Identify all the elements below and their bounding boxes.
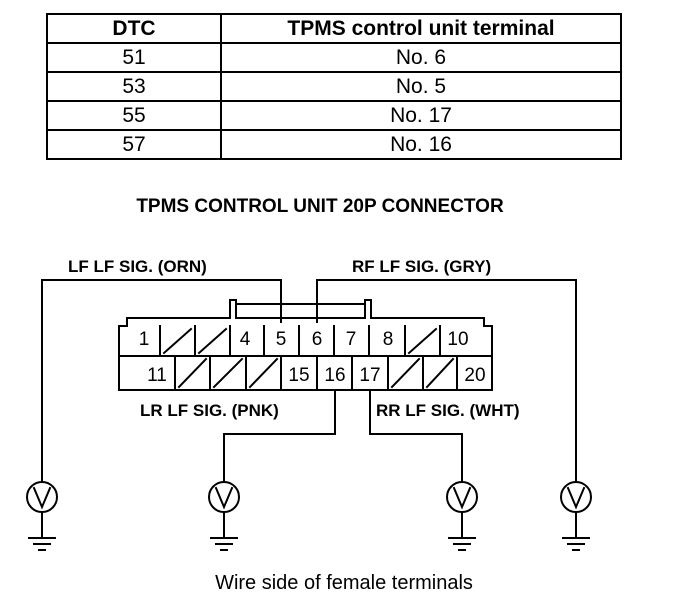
voltmeter-icon (560, 481, 592, 539)
terminal-cell: No. 5 (220, 71, 622, 102)
terminal-number: 11 (147, 365, 167, 386)
terminal-number: 20 (464, 365, 485, 386)
terminal-cell: No. 16 (220, 129, 622, 160)
terminal-number: 10 (447, 329, 468, 350)
blank-cavity-slash (162, 327, 193, 355)
lr-wire (223, 389, 336, 483)
voltmeter-icon (208, 481, 240, 539)
terminal-cell: No. 17 (220, 100, 622, 131)
table-row: 57 No. 16 (46, 129, 622, 160)
blank-cavity-slash (212, 357, 244, 389)
rr-wire-label: RR LF SIG. (WHT) (376, 401, 520, 420)
header-terminal: TPMS control unit terminal (220, 13, 622, 44)
blank-cavity-slash (177, 357, 208, 389)
header-dtc: DTC (46, 13, 222, 44)
wires (41, 279, 577, 483)
terminal-number: 6 (312, 329, 323, 350)
connector-blank-slashes (162, 327, 455, 389)
dtc-cell: 57 (46, 129, 222, 160)
voltmeter-symbols (26, 481, 592, 551)
rf-wire-label: RF LF SIG. (GRY) (352, 257, 492, 276)
ground-icon (210, 537, 238, 551)
terminal-number: 8 (383, 329, 394, 350)
connector-20p (118, 299, 493, 391)
blank-cavity-slash (407, 327, 438, 355)
terminal-number: 15 (288, 365, 309, 386)
voltmeter-icon (446, 481, 478, 539)
connector-cell-dividers (159, 325, 458, 391)
ground-icon (28, 537, 56, 551)
terminal-number: 7 (346, 329, 357, 350)
table-row: 51 No. 6 (46, 42, 622, 73)
dtc-cell: 53 (46, 71, 222, 102)
table-header-row: DTC TPMS control unit terminal (46, 13, 622, 44)
dtc-cell: 55 (46, 100, 222, 131)
terminal-number: 4 (240, 329, 251, 350)
footer-caption: Wire side of female terminals (215, 572, 473, 594)
rf-wire (316, 279, 577, 483)
rr-wire (369, 389, 463, 483)
table-row: 55 No. 17 (46, 100, 622, 131)
table-row: 53 No. 5 (46, 71, 622, 102)
ground-icon (562, 537, 590, 551)
lf-wire (41, 279, 282, 483)
ground-icon (448, 537, 476, 551)
terminal-number: 5 (276, 329, 287, 350)
terminal-numbers: 1 4 5 6 7 8 10 11 15 16 17 20 (139, 329, 486, 386)
lf-wire-label: LF LF SIG. (ORN) (68, 257, 207, 276)
lr-wire-label: LR LF SIG. (PNK) (140, 401, 279, 420)
blank-cavity-slash (425, 357, 455, 389)
voltmeter-icon (26, 481, 58, 539)
connector-title: TPMS CONTROL UNIT 20P CONNECTOR (136, 196, 504, 217)
blank-cavity-slash (248, 357, 279, 389)
blank-cavity-slash (390, 357, 421, 389)
terminal-number: 1 (139, 329, 150, 350)
dtc-terminal-table: DTC TPMS control unit terminal 51 No. 6 … (46, 13, 622, 160)
blank-cavity-slash (197, 327, 228, 355)
connector-outline (118, 299, 493, 391)
terminal-cell: No. 6 (220, 42, 622, 73)
dtc-cell: 51 (46, 42, 222, 73)
terminal-number: 16 (324, 365, 345, 386)
terminal-number: 17 (359, 365, 380, 386)
